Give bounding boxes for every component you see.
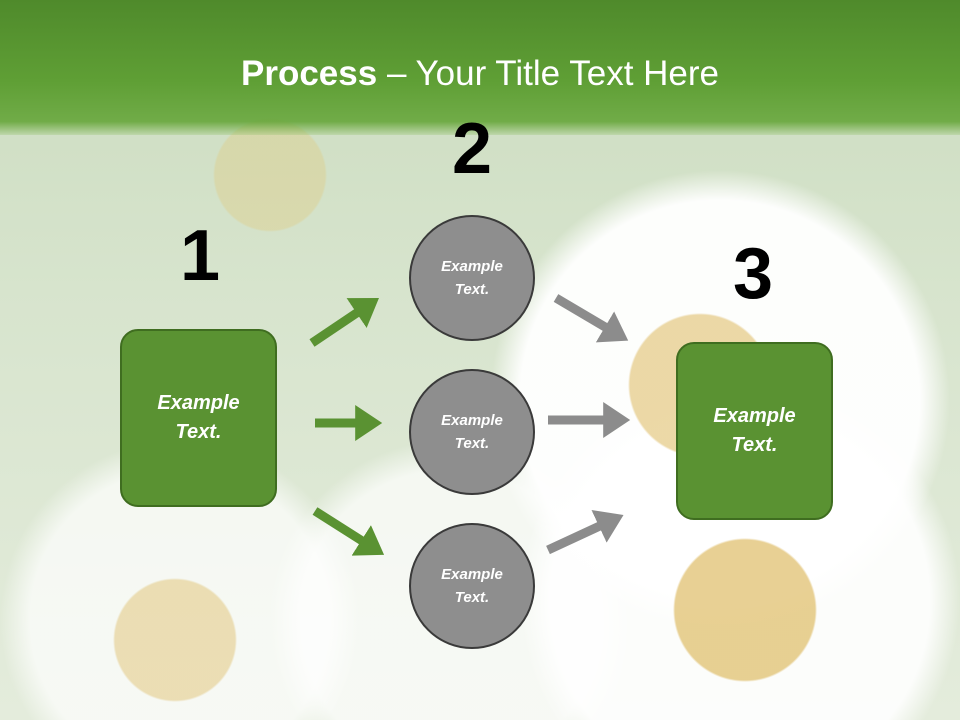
green-arrow-down (312, 507, 385, 556)
slide-title[interactable]: Process – Your Title Text Here (0, 52, 960, 96)
gray-arrow-down (553, 294, 629, 343)
header-band (0, 0, 960, 135)
green-arrow-up (309, 297, 379, 347)
step-number-3: 3 (732, 234, 774, 314)
title-rest-text: – Your Title Text Here (377, 54, 719, 93)
title-bold-text: Process (241, 54, 378, 93)
step-number-1: 1 (179, 216, 221, 296)
gray-arrow-up (546, 510, 624, 555)
step-number-2: 2 (451, 109, 493, 189)
